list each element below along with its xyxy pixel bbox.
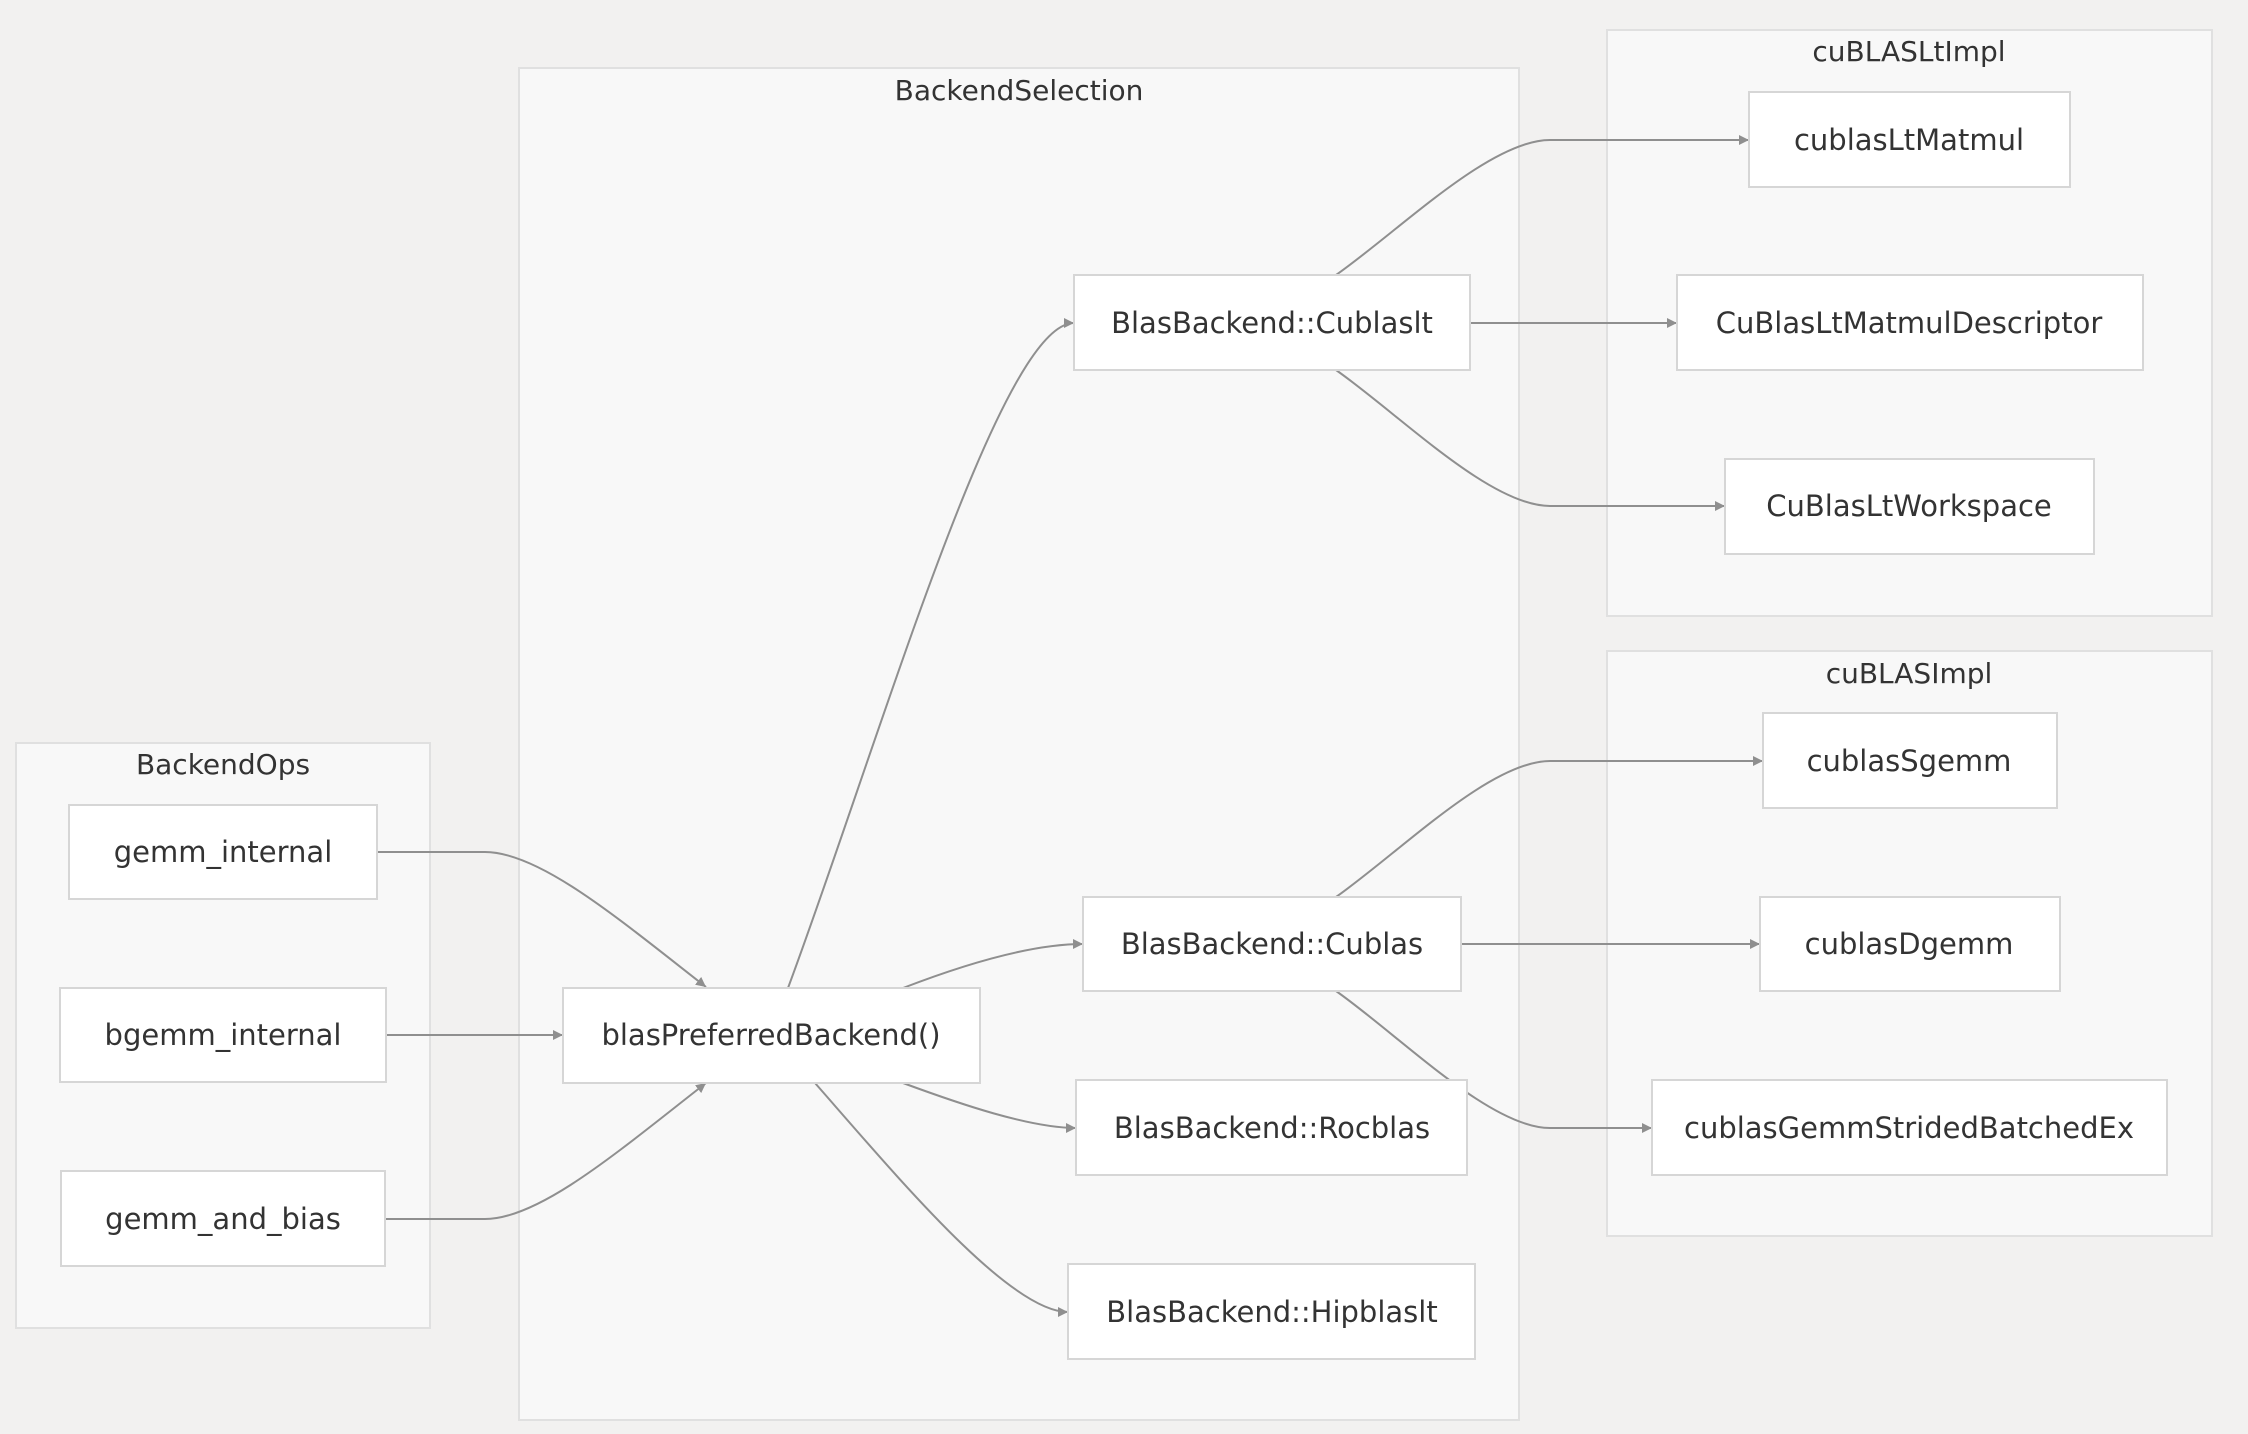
node-box[interactable] [1067,1263,1476,1360]
node-label: CuBlasLtWorkspace [1766,489,2052,523]
node-label: BlasBackend::Hipblaslt [1106,1295,1437,1329]
node-box[interactable] [1676,274,2144,371]
edge-cublaslt-to-matmul [1335,135,1749,276]
node-box[interactable] [1762,712,2058,809]
node-backend-cublaslt[interactable]: BlasBackend::Cublaslt [1073,274,1471,371]
node-label: BlasBackend::Cublaslt [1111,306,1433,340]
edge-gemm-and-bias-to-preferred-backend [385,1082,707,1220]
node-box[interactable] [1075,1079,1468,1176]
cluster-label: cuBLASImpl [1826,657,1993,690]
cluster-label: cuBLASLtImpl [1812,35,2005,68]
node-label: BlasBackend::Cublas [1121,927,1423,961]
node-cublas-gemm-strided-batched-ex[interactable]: cublasGemmStridedBatchedEx [1651,1079,2168,1176]
node-box[interactable] [1082,896,1462,992]
edge-preferred-backend-to-cublaslt [787,318,1075,989]
node-box[interactable] [1651,1079,2168,1176]
node-box[interactable] [1759,896,2061,992]
node-label: cublasGemmStridedBatchedEx [1684,1111,2134,1145]
node-label: bgemm_internal [105,1018,342,1052]
node-label: gemm_internal [114,835,333,869]
edges [377,135,1763,1317]
node-gemm-internal[interactable]: gemm_internal [68,804,378,900]
node-label: cublasDgemm [1805,927,2014,961]
node-label: CuBlasLtMatmulDescriptor [1716,306,2103,340]
node-backend-hipblaslt[interactable]: BlasBackend::Hipblaslt [1067,1263,1476,1360]
node-box[interactable] [1073,274,1471,371]
node-box[interactable] [562,987,981,1084]
edge-cublaslt-to-workspace [1335,369,1725,511]
edge-gemm-internal-to-preferred-backend [377,851,707,988]
node-cublas-sgemm[interactable]: cublasSgemm [1762,712,2058,809]
node-cublaslt-workspace[interactable]: CuBlasLtWorkspace [1724,458,2095,555]
cluster-label: BackendOps [136,748,310,781]
node-label: blasPreferredBackend() [601,1018,940,1052]
node-gemm-and-bias[interactable]: gemm_and_bias [60,1170,386,1267]
edge-preferred-backend-to-rocblas [902,1082,1077,1133]
node-blas-preferred-backend[interactable]: blasPreferredBackend() [562,987,981,1084]
node-box[interactable] [1748,91,2071,188]
cluster-label: BackendSelection [895,74,1144,107]
node-label: cublasLtMatmul [1794,123,2024,157]
node-bgemm-internal[interactable]: bgemm_internal [59,987,387,1083]
cluster-backend-selection: BackendSelection [518,67,1520,1421]
node-backend-cublas[interactable]: BlasBackend::Cublas [1082,896,1462,992]
node-cublaslt-matmul[interactable]: cublasLtMatmul [1748,91,2071,188]
node-backend-rocblas[interactable]: BlasBackend::Rocblas [1075,1079,1468,1176]
node-label: BlasBackend::Rocblas [1114,1111,1430,1145]
node-box[interactable] [68,804,378,900]
node-box[interactable] [1724,458,2095,555]
edge-preferred-backend-to-cublas [902,939,1084,989]
node-box[interactable] [60,1170,386,1267]
node-cublaslt-matmul-descriptor[interactable]: CuBlasLtMatmulDescriptor [1676,274,2144,371]
cluster-box [518,67,1520,1421]
node-label: cublasSgemm [1807,744,2012,778]
node-label: gemm_and_bias [105,1202,341,1236]
edge-preferred-backend-to-hipblaslt [814,1082,1069,1317]
edge-cublas-to-sgemm [1335,756,1763,898]
node-cublas-dgemm[interactable]: cublasDgemm [1759,896,2061,992]
node-box[interactable] [59,987,387,1083]
